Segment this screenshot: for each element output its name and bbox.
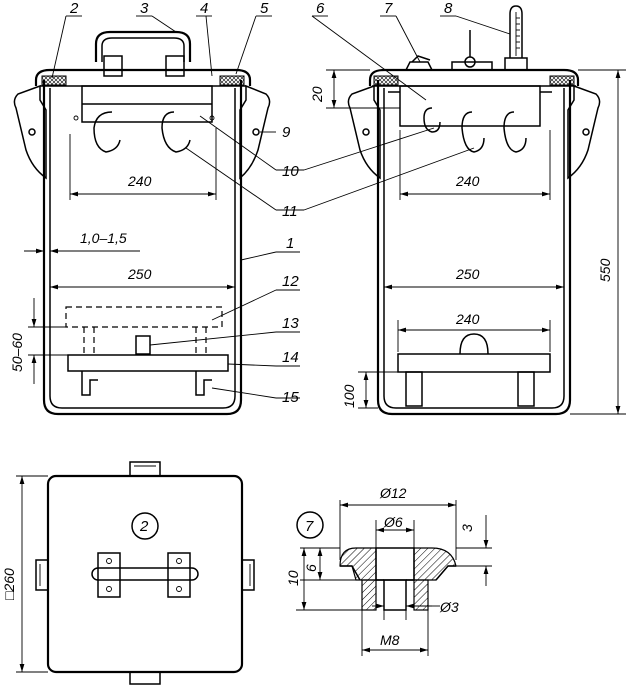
callout-9: 9: [282, 124, 291, 141]
bushing-dim-bore-diameter: Ø6: [383, 514, 403, 530]
right-dim-lid-height: 20: [309, 86, 325, 103]
left-foot: [195, 371, 212, 396]
bushing-dim-bore-depth: 6: [303, 564, 319, 572]
callout-12: 12: [282, 273, 299, 290]
bushing-part-marker: [296, 511, 324, 539]
bushing-dim-head-height: 3: [459, 524, 475, 532]
lid-dim-side: □260: [1, 568, 17, 600]
right-hook-plate: [399, 85, 541, 127]
thermometer: [504, 57, 528, 71]
right-body-outline: [376, 80, 572, 416]
right-dim-outer-width: 250: [455, 266, 480, 282]
lid-plate: [46, 474, 244, 674]
right-clamp-left: [347, 84, 381, 180]
lid-part-marker: [131, 512, 159, 540]
bushing-dim-total-height: 10: [285, 570, 301, 586]
callout-4: 4: [200, 0, 208, 17]
callout-8: 8: [444, 0, 453, 17]
left-body-outline: [42, 80, 243, 416]
left-dim-outer-width: 250: [127, 266, 152, 282]
left-body-inner: [49, 88, 236, 409]
right-vent-bushing: [405, 61, 433, 71]
bushing-dim-head-diameter: Ø12: [379, 485, 407, 501]
left-lid-seal-right: [219, 75, 245, 86]
callout-2: 2: [69, 0, 79, 17]
left-dim-wall: 1,0–1,5: [80, 230, 127, 246]
left-grid-raised: [65, 306, 223, 328]
left-dim-inner-width: 240: [127, 173, 152, 189]
bushing-part-label: 7: [305, 518, 314, 535]
left-dim-lift: 50–60: [9, 333, 25, 372]
bushing-dim-hole-diameter: Ø3: [439, 599, 459, 615]
callout-5: 5: [260, 0, 269, 17]
callout-7: 7: [384, 0, 393, 17]
lid-top-view: 2 □260: [1, 461, 255, 685]
right-grid: [397, 353, 551, 373]
left-grid: [67, 354, 229, 372]
right-dim-grid-height: 100: [341, 384, 357, 408]
left-lid: [34, 68, 252, 86]
right-body-inner: [383, 88, 565, 409]
left-hook: [93, 111, 121, 153]
bushing-dim-thread: M8: [380, 632, 400, 648]
right-lid: [368, 68, 580, 86]
right-hook: [503, 111, 527, 153]
right-dim-total-height: 550: [597, 258, 613, 282]
callout-11: 11: [282, 203, 298, 220]
left-hook: [161, 111, 191, 153]
left-foot: [81, 371, 98, 396]
callout-3: 3: [140, 0, 149, 17]
left-lid-seal: [41, 75, 67, 86]
right-hook: [461, 111, 485, 153]
callout-leaders: [51, 15, 511, 399]
right-dim-inner-width: 240: [455, 173, 480, 189]
right-clamp-right: [567, 84, 601, 180]
lid-handle-top: [91, 567, 199, 581]
bushing-stem: [361, 579, 377, 611]
callout-10: 10: [282, 163, 299, 180]
right-container-view: 20 240 250 240 100 550: [309, 5, 626, 416]
callout-15: 15: [282, 389, 299, 406]
right-dim-grid-width: 240: [455, 311, 480, 327]
callout-13: 13: [282, 315, 299, 332]
left-lid-handle: [94, 30, 192, 62]
lid-part-label: 2: [139, 518, 149, 535]
left-clamp-left: [13, 84, 47, 180]
left-container-view: 240 1,0–1,5 250 50–60: [9, 30, 271, 416]
right-hook: [423, 107, 441, 133]
bushing-detail: 7 Ø12 Ø6 3 6 10: [285, 485, 492, 656]
callout-6: 6: [316, 0, 325, 17]
callout-1: 1: [286, 235, 294, 252]
callout-14: 14: [282, 349, 299, 366]
left-clamp-right: [239, 84, 271, 180]
callout-labels: 2 3 4 5 6 7 8 9 10 11 1 12 13 14 15: [69, 0, 453, 406]
